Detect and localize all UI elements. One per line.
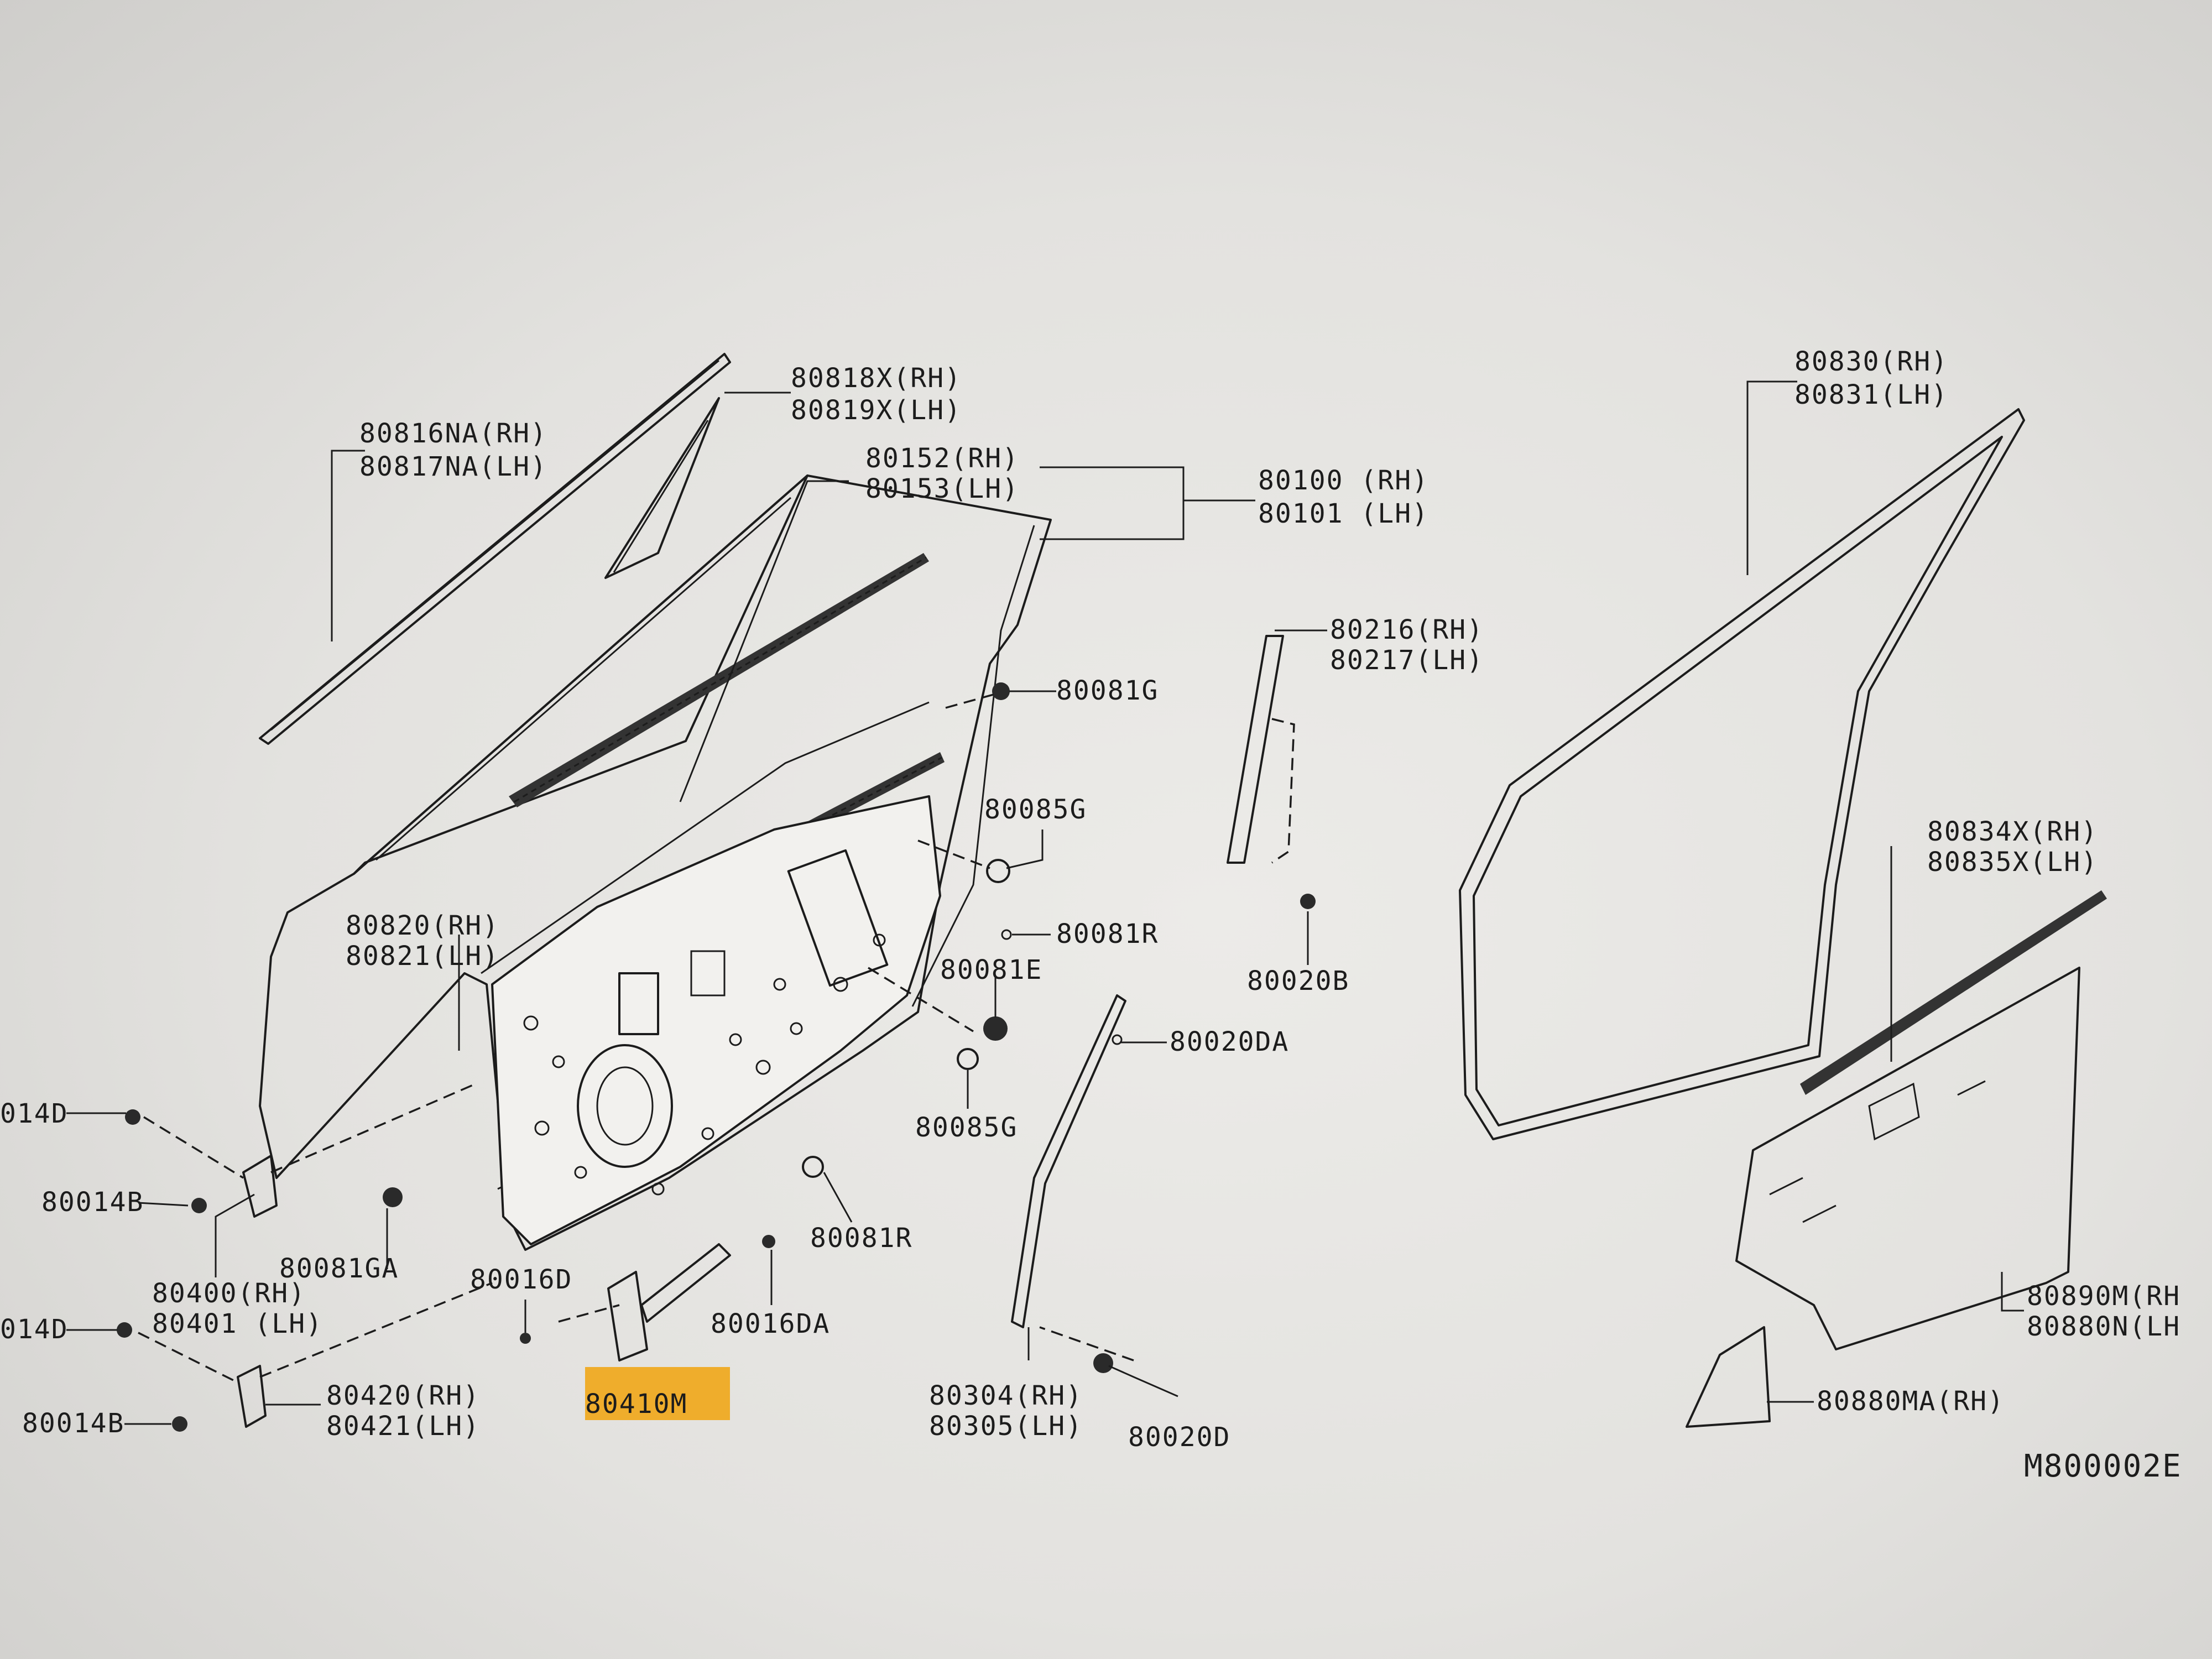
label-80819X-lh: 80819X(LH) <box>791 395 962 426</box>
label-80400-rh: 80400(RH) <box>152 1278 306 1309</box>
fastener-80081R-top <box>1001 929 1012 940</box>
label-80101-lh: 80101 (LH) <box>1258 498 1429 529</box>
part-80834-belt <box>1800 890 2107 1095</box>
label-80818X-rh: 80818X(RH) <box>791 363 962 394</box>
label-80421-lh: 80421(LH) <box>326 1411 480 1442</box>
label-80020DA: 80020DA <box>1170 1026 1289 1057</box>
highlight-80410M <box>585 1367 730 1420</box>
part-80890-trim <box>1735 967 2080 1350</box>
label-80085G-bot: 80085G <box>915 1112 1018 1143</box>
fastener-80081E <box>983 1016 1008 1041</box>
part-80420-lower-hinge <box>117 1322 267 1432</box>
label-80085G-top: 80085G <box>984 794 1087 825</box>
label-80420-rh: 80420(RH) <box>326 1380 480 1411</box>
part-80816-molding <box>259 353 731 745</box>
label-80014B-bot: 80014B <box>22 1408 124 1439</box>
label-80834X-rh: 80834X(RH) <box>1927 816 2098 847</box>
label-80081G: 80081G <box>1056 675 1159 706</box>
label-80830-rh: 80830(RH) <box>1794 346 1948 377</box>
label-80153-lh: 80153(LH) <box>865 473 1019 504</box>
label-80821-lh: 80821(LH) <box>346 941 499 972</box>
label-80100-rh: 80100 (RH) <box>1258 465 1429 496</box>
label-80152-rh: 80152(RH) <box>865 443 1019 474</box>
fastener-80081GA <box>383 1187 403 1207</box>
label-80835X-lh: 80835X(LH) <box>1927 847 2098 878</box>
part-inner-panel <box>491 795 941 1245</box>
label-80816NA-rh: 80816NA(RH) <box>359 418 547 449</box>
part-80400-upper-hinge <box>125 1109 278 1218</box>
part-80830-weatherstrip <box>1459 408 2025 1140</box>
label-80401-lh: 80401 (LH) <box>152 1308 323 1339</box>
label-80305-lh: 80305(LH) <box>929 1411 1083 1442</box>
fastener-80085G-top <box>986 859 1010 883</box>
fastener-80081G <box>992 682 1010 700</box>
fastener-80085G-bot <box>957 1048 979 1070</box>
label-80014D-bot: 014D <box>0 1314 69 1345</box>
label-80081GA: 80081GA <box>279 1253 399 1284</box>
part-80818-quarter-glass <box>604 397 720 579</box>
part-80304-channel <box>1011 994 1126 1373</box>
diagram-id: M800002E <box>2024 1448 2182 1484</box>
fastener-80081R-bot <box>802 1156 824 1178</box>
label-80016DA: 80016DA <box>711 1308 830 1339</box>
label-80014D-top: 014D <box>0 1098 69 1129</box>
label-80217-lh: 80217(LH) <box>1330 645 1484 676</box>
part-80216-sash <box>1227 635 1316 909</box>
label-80831-lh: 80831(LH) <box>1794 379 1948 410</box>
part-80880MA-cover <box>1686 1326 1771 1428</box>
label-80016D: 80016D <box>470 1264 572 1295</box>
label-80880MA-rh: 80880MA(RH) <box>1817 1386 2005 1417</box>
part-80410M-check-link <box>520 1235 775 1361</box>
label-80890M-rh: 80890M(RH <box>2027 1281 2180 1312</box>
label-80020B: 80020B <box>1247 966 1349 997</box>
label-80410M: 80410M <box>585 1389 687 1420</box>
label-80817NA-lh: 80817NA(LH) <box>359 451 547 482</box>
label-80014B-top: 80014B <box>41 1187 144 1218</box>
label-80081E: 80081E <box>940 954 1042 985</box>
label-80880N-lh: 80880N(LH <box>2027 1311 2180 1342</box>
label-80020D: 80020D <box>1128 1422 1230 1453</box>
label-80820-rh: 80820(RH) <box>346 910 499 941</box>
label-80081R-bot: 80081R <box>810 1223 912 1254</box>
label-80081R-top: 80081R <box>1056 919 1159 950</box>
label-80216-rh: 80216(RH) <box>1330 614 1484 645</box>
label-80304-rh: 80304(RH) <box>929 1380 1083 1411</box>
part-labels: 80816NA(RH) 80817NA(LH) 80818X(RH) 80819… <box>0 346 2182 1484</box>
leader-lines <box>66 380 2024 1425</box>
